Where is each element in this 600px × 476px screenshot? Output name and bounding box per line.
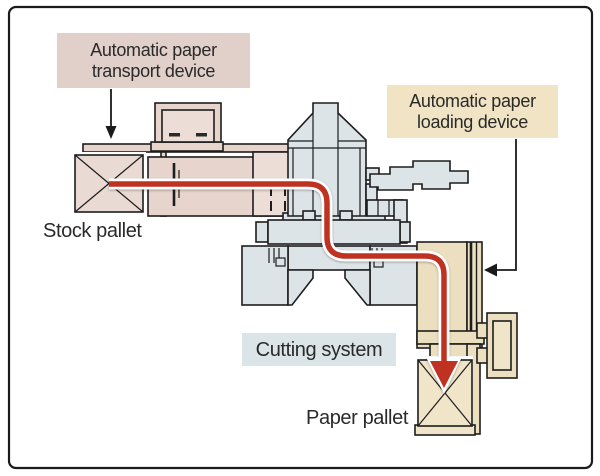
- left-arrow-icon: [484, 263, 497, 277]
- lift-motor: [476, 312, 518, 379]
- label-transport-device: Automatic paper transport device: [57, 33, 250, 139]
- stepped-arm: [369, 160, 469, 191]
- transport-label-box: [57, 33, 250, 88]
- cutting-label-text: Cutting system: [256, 339, 383, 361]
- loading-label-box: [387, 85, 558, 138]
- label-cutting-system: Cutting system: [242, 333, 396, 366]
- stock-pallet-label: Stock pallet: [43, 220, 142, 242]
- mid-slab: [255, 219, 411, 245]
- column-protrusion-bar: [416, 330, 485, 345]
- label-loading-device: Automatic paper loading device: [387, 85, 558, 277]
- transport-label-line2: transport device: [92, 61, 216, 81]
- loading-label-line1: Automatic paper: [409, 91, 536, 111]
- loading-label-line2: loading device: [417, 112, 528, 132]
- flow-path: [109, 178, 462, 394]
- down-arrow-icon: [105, 126, 117, 139]
- flow-arrowhead-icon: [430, 361, 458, 388]
- paper-pallet-label: Paper pallet: [306, 407, 409, 429]
- transport-label-line1: Automatic paper: [90, 40, 217, 60]
- cutting-label-box: [242, 333, 396, 366]
- loading-leader-line: [496, 139, 517, 271]
- monitor-unit: [150, 102, 224, 152]
